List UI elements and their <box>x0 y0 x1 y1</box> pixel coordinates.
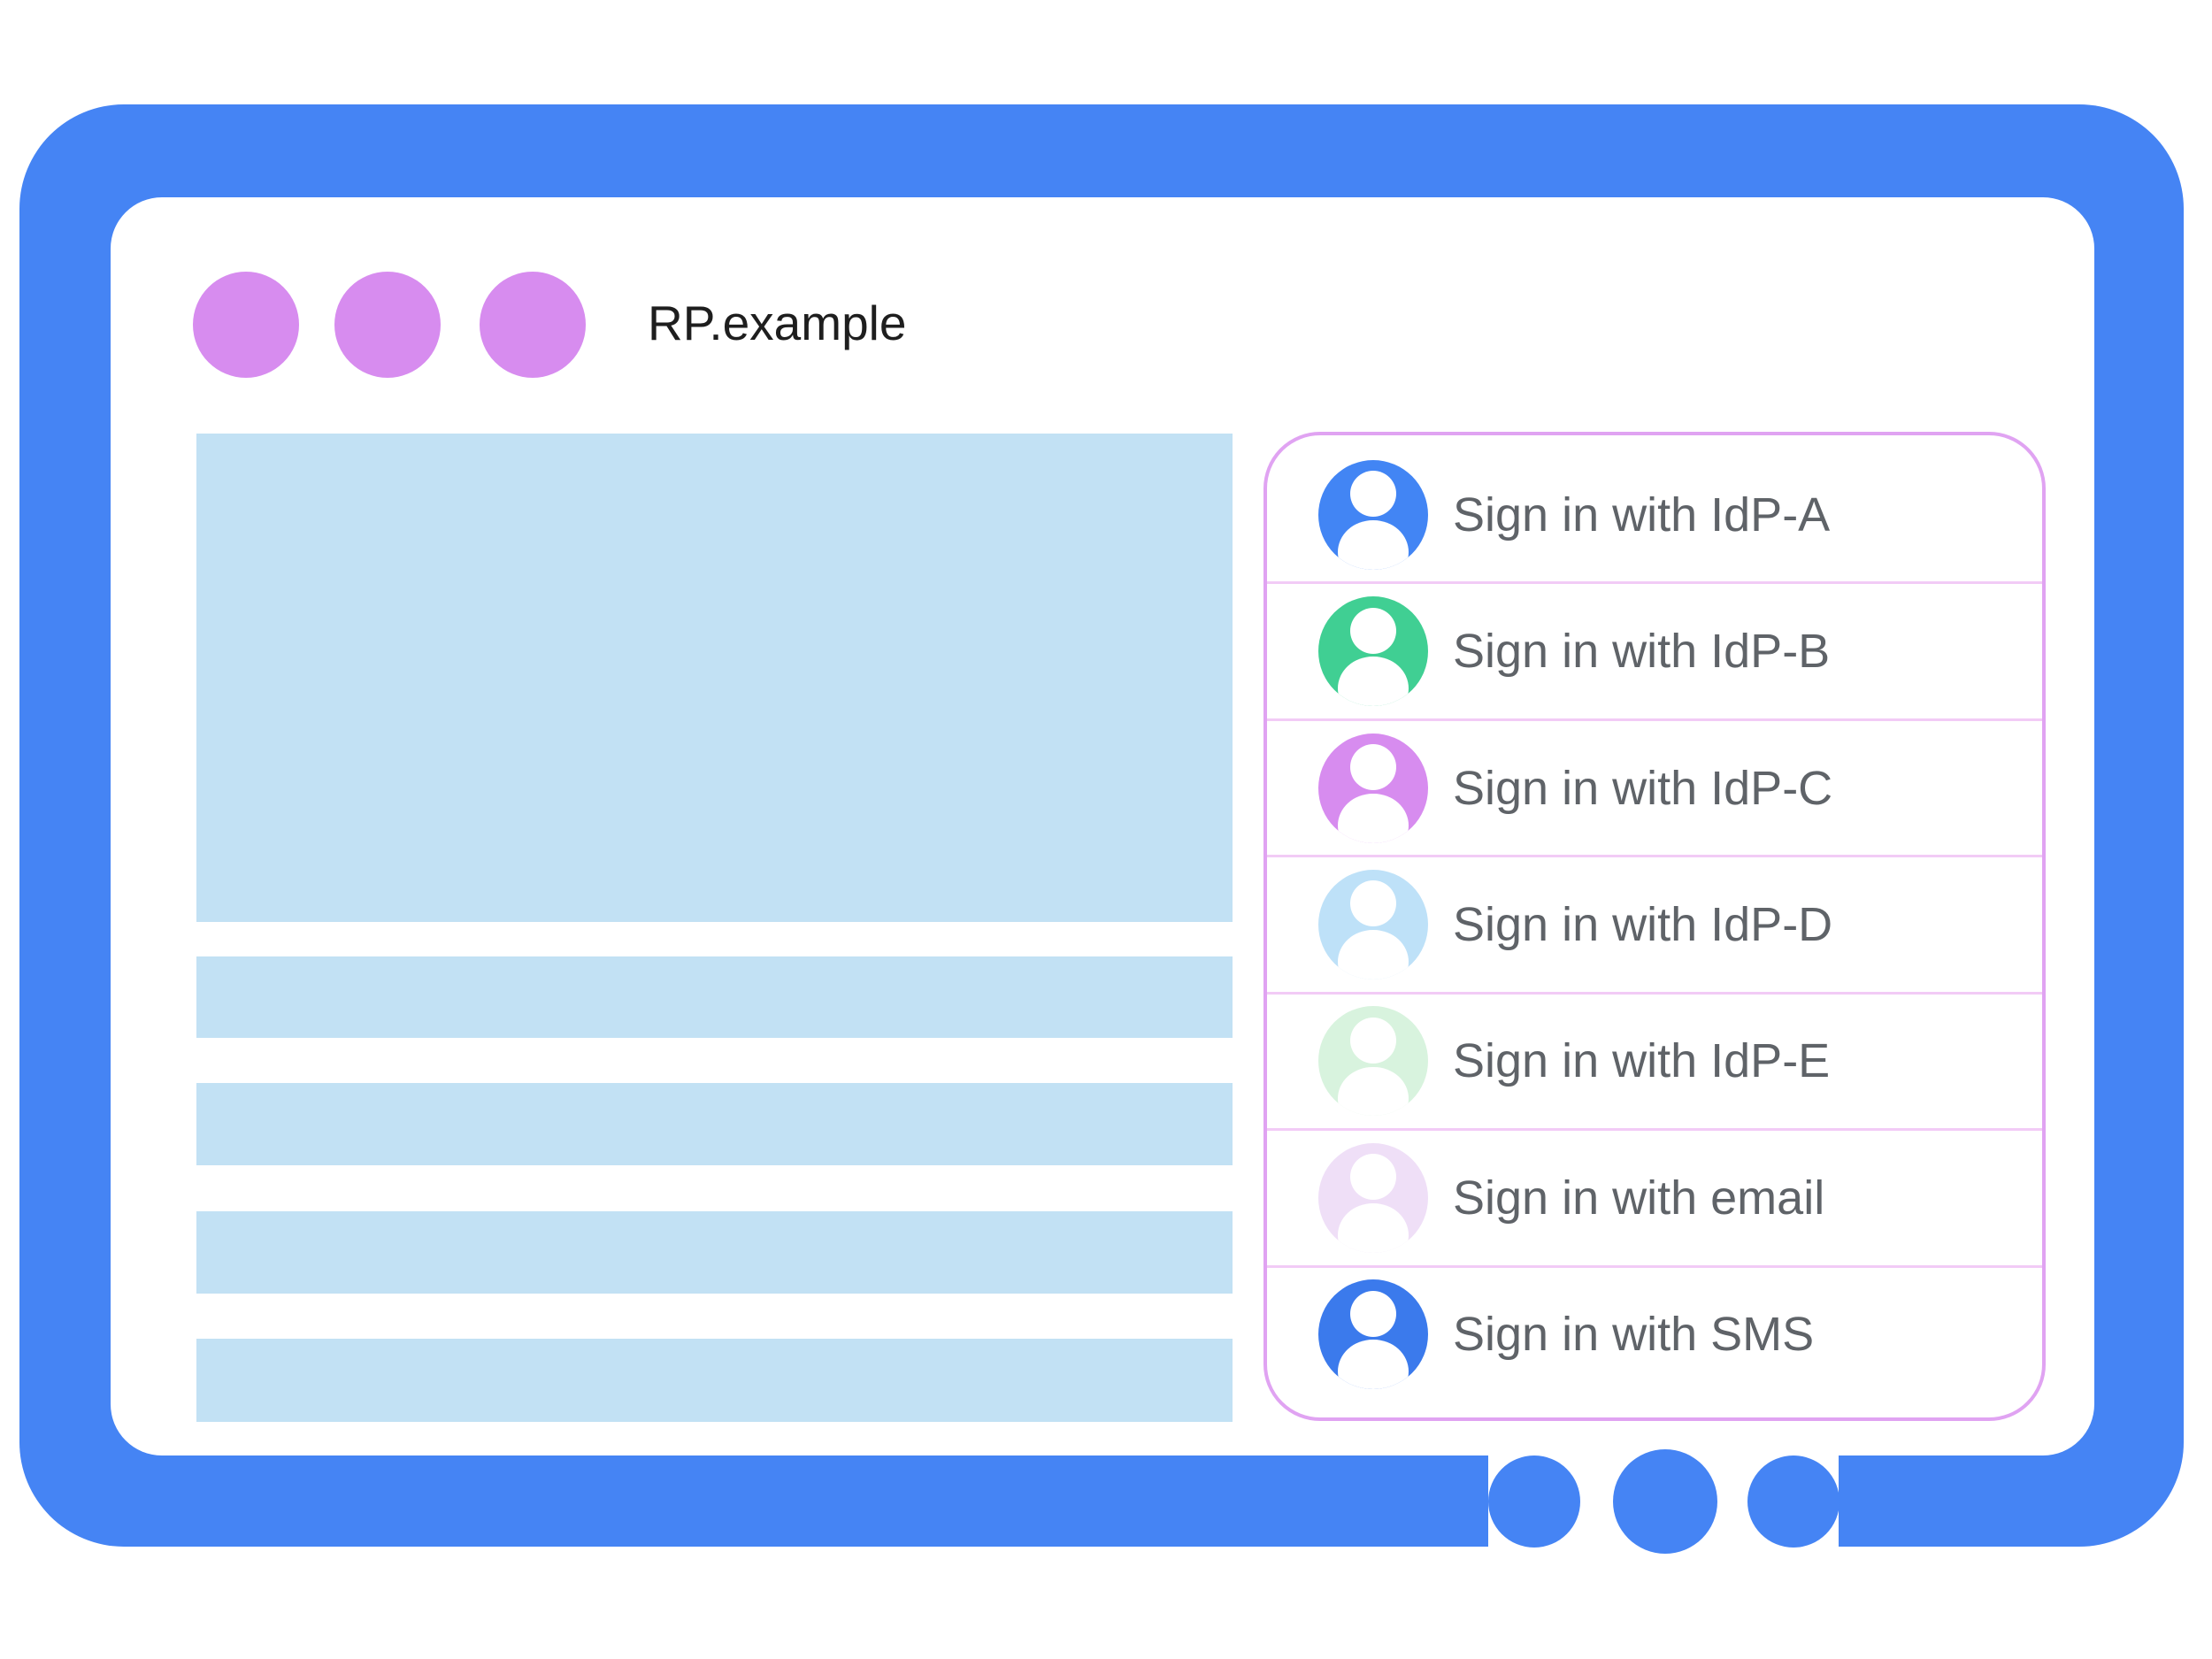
signin-option-label: Sign in with IdP-B <box>1453 625 1831 679</box>
signin-option-idp-b[interactable]: Sign in with IdP-B <box>1267 581 2042 718</box>
content-placeholder-hero <box>196 434 1233 922</box>
signin-option-email[interactable]: Sign in with email <box>1267 1128 2042 1264</box>
content-placeholder-bar <box>196 956 1233 1038</box>
signin-option-label: Sign in with email <box>1453 1171 1825 1225</box>
signin-option-sms[interactable]: Sign in with SMS <box>1267 1264 2042 1402</box>
frame-notch-cap-left <box>1488 1455 1580 1548</box>
signin-option-idp-a[interactable]: Sign in with IdP-A <box>1267 448 2042 581</box>
content-placeholder-bar <box>196 1339 1233 1422</box>
home-button[interactable] <box>1613 1449 1717 1554</box>
signin-option-idp-d[interactable]: Sign in with IdP-D <box>1267 855 2042 991</box>
frame-notch-cap-right <box>1747 1455 1839 1548</box>
window-control-dot-2[interactable] <box>334 272 441 378</box>
signin-option-label: Sign in with IdP-E <box>1453 1034 1831 1088</box>
user-avatar-icon <box>1318 459 1428 570</box>
signin-option-label: Sign in with IdP-A <box>1453 488 1831 541</box>
page-title: RP.example <box>648 296 907 350</box>
signin-option-idp-c[interactable]: Sign in with IdP-C <box>1267 718 2042 855</box>
signin-chooser-panel: Sign in with IdP-A Sign in with IdP-B Si… <box>1263 432 2046 1421</box>
signin-option-idp-e[interactable]: Sign in with IdP-E <box>1267 991 2042 1128</box>
window-control-dot-3[interactable] <box>480 272 586 378</box>
user-avatar-icon <box>1318 869 1428 979</box>
content-placeholder-bar <box>196 1083 1233 1165</box>
user-avatar-icon <box>1318 1006 1428 1117</box>
signin-option-label: Sign in with IdP-D <box>1453 897 1833 951</box>
user-avatar-icon <box>1318 596 1428 707</box>
content-placeholder-bar <box>196 1211 1233 1294</box>
signin-option-label: Sign in with IdP-C <box>1453 761 1833 815</box>
user-avatar-icon <box>1318 733 1428 843</box>
signin-option-label: Sign in with SMS <box>1453 1308 1815 1362</box>
user-avatar-icon <box>1318 1142 1428 1253</box>
user-avatar-icon <box>1318 1279 1428 1390</box>
window-control-dot-1[interactable] <box>193 272 299 378</box>
